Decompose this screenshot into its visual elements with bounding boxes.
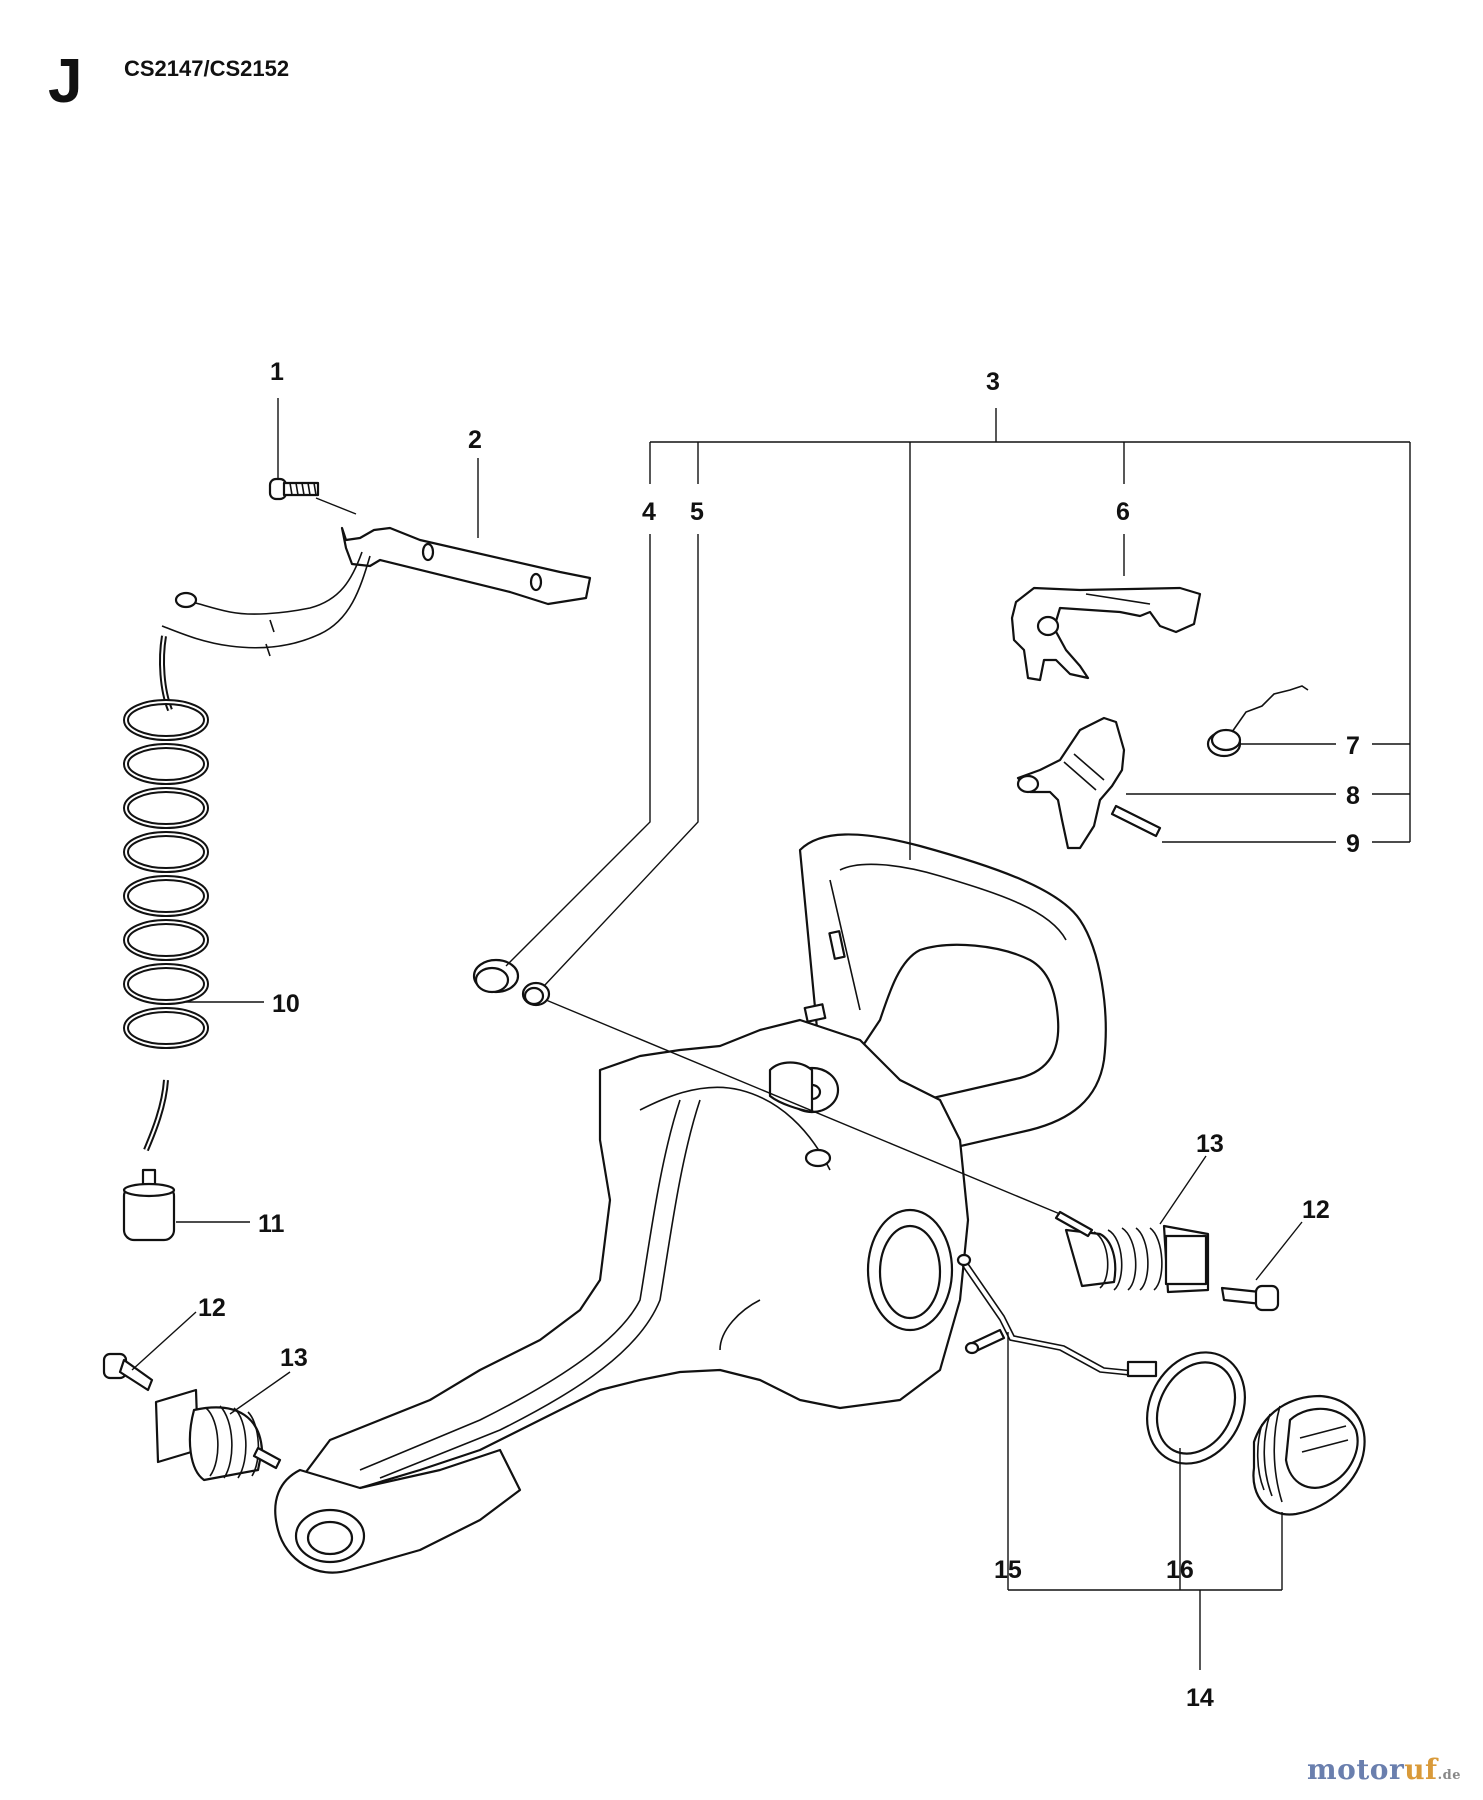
watermark-tld: .de <box>1437 1768 1461 1783</box>
part-4-bushing <box>472 958 520 994</box>
callout-10: 10 <box>272 990 300 1018</box>
part-2-stop-switch-bracket <box>161 526 592 657</box>
callout-13-right: 13 <box>1196 1130 1224 1158</box>
callout-1: 1 <box>270 358 284 386</box>
callout-4: 4 <box>642 498 656 526</box>
callout-2: 2 <box>468 426 482 454</box>
callout-9: 9 <box>1346 830 1360 858</box>
callout-7: 7 <box>1346 732 1360 760</box>
callout-8: 8 <box>1346 782 1360 810</box>
model-title: CS2147/CS2152 <box>124 56 290 81</box>
hose-coil-loop-highlight <box>125 877 207 915</box>
part-13-av-spring-right <box>1054 1210 1210 1294</box>
callout-12-right: 12 <box>1302 1196 1330 1224</box>
callout-15: 15 <box>994 1556 1022 1584</box>
part-3-rear-handle-tank <box>274 833 1107 1574</box>
part-15-fuel-pickup <box>956 1253 1158 1378</box>
part-11-fuel-filter <box>122 1168 176 1242</box>
part-1-screw <box>268 477 320 501</box>
part-5-bushing <box>521 981 551 1007</box>
hose-coil-loop-highlight <box>125 701 207 739</box>
part-10-fuel-hose <box>123 635 209 1152</box>
watermark-main: motor <box>1307 1753 1405 1786</box>
leader-lines <box>131 398 1411 1670</box>
part-12-screw-left <box>102 1352 154 1392</box>
hose-coil-loop-highlight <box>125 745 207 783</box>
callout-labels: 1 2 3 4 5 6 7 8 9 10 11 12 12 13 13 14 1… <box>198 358 1360 1712</box>
part-16-o-ring <box>1146 1351 1246 1465</box>
part-6-throttle-lockout <box>1010 586 1202 682</box>
part-14-fuel-cap <box>1252 1394 1366 1516</box>
callout-14: 14 <box>1186 1684 1214 1712</box>
part-8-throttle-trigger <box>1016 716 1126 850</box>
callout-5: 5 <box>690 498 704 526</box>
watermark-logo: motoruf.de <box>1307 1753 1461 1786</box>
part-9-pin <box>1110 804 1162 838</box>
section-letter: J <box>48 47 83 116</box>
hose-coil-loop-highlight <box>125 789 207 827</box>
callout-11: 11 <box>258 1210 285 1238</box>
callout-12-left: 12 <box>198 1294 226 1322</box>
hose-coil-loop-highlight <box>125 833 207 871</box>
callout-16: 16 <box>1166 1556 1194 1584</box>
callout-6: 6 <box>1116 498 1130 526</box>
callout-13-left: 13 <box>280 1344 308 1372</box>
callout-3: 3 <box>986 368 1000 396</box>
watermark-accent: uf <box>1404 1753 1438 1786</box>
hose-coil-loop-highlight <box>125 965 207 1003</box>
part-13-av-spring-left <box>154 1388 282 1482</box>
hose-coil-loop-highlight <box>125 921 207 959</box>
part-12-screw-right <box>1220 1284 1280 1312</box>
part-7-spring <box>1206 685 1309 758</box>
hose-coil-loop-highlight <box>125 1009 207 1047</box>
